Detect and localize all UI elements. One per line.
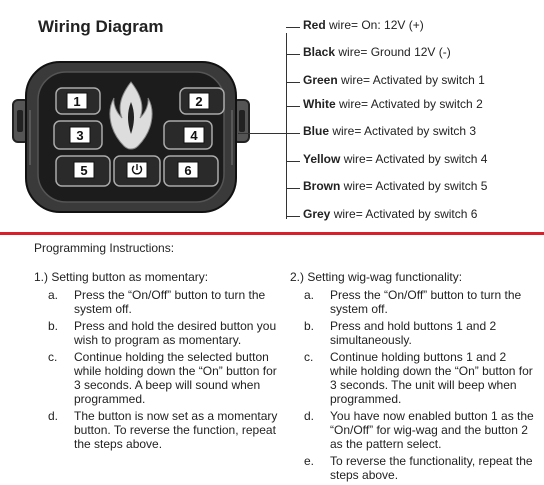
wire-description: wire= Activated by switch 2 <box>335 97 483 111</box>
step-text: Press and hold buttons 1 and 2 simultane… <box>330 319 497 347</box>
wire-legend: Red wire= On: 12V (+) Black wire= Ground… <box>0 0 544 240</box>
step-list: a. Press the “On/Off” button to turn the … <box>290 288 536 482</box>
list-item: c. Continue holding buttons 1 and 2 while… <box>290 350 536 406</box>
wire-color: Blue <box>303 124 330 138</box>
step-letter: b. <box>48 319 59 333</box>
wire-description: wire= Activated by switch 6 <box>330 207 478 221</box>
button-5-label: 5 <box>80 163 87 178</box>
list-item: a. Press the “On/Off” button to turn the … <box>34 288 282 316</box>
button-3[interactable]: 3 <box>53 120 103 150</box>
step-text: Press the “On/Off” button to turn the sy… <box>330 288 522 316</box>
power-icon <box>131 164 143 175</box>
button-2[interactable]: 2 <box>179 87 225 115</box>
power-button[interactable] <box>113 155 161 187</box>
switch-panel-illustration: 1 2 3 4 5 6 <box>12 61 250 213</box>
step-list: a. Press the “On/Off” button to turn the … <box>34 288 282 451</box>
button-1[interactable]: 1 <box>55 87 101 115</box>
step-letter: a. <box>48 288 59 302</box>
step-letter: d. <box>304 409 315 423</box>
wire-description: wire= On: 12V (+) <box>325 18 424 32</box>
step-text: To reverse the functionality, repeat the… <box>330 454 533 482</box>
wire-description: wire= Activated by switch 3 <box>329 124 477 138</box>
step-letter: d. <box>48 409 59 423</box>
wire-description: wire= Activated by switch 5 <box>340 179 488 193</box>
button-6[interactable]: 6 <box>163 155 219 187</box>
wire-color: Red <box>303 18 326 32</box>
list-item: b. Press and hold buttons 1 and 2 simulta… <box>290 319 536 347</box>
button-3-label: 3 <box>76 128 83 143</box>
wire-description: wire= Ground 12V (-) <box>335 45 451 59</box>
step-text: Press the “On/Off” button to turn the sy… <box>74 288 266 316</box>
step-letter: a. <box>304 288 315 302</box>
programming-title: Programming Instructions: <box>34 241 175 255</box>
button-2-label: 2 <box>195 94 202 109</box>
step-letter: c. <box>48 350 58 364</box>
button-5[interactable]: 5 <box>55 155 111 187</box>
button-4-label: 4 <box>190 128 198 143</box>
list-item: a. Press the “On/Off” button to turn the … <box>290 288 536 316</box>
step-letter: b. <box>304 319 315 333</box>
wire-color: Yellow <box>303 152 341 166</box>
wire-color: Green <box>303 73 338 87</box>
button-6-label: 6 <box>184 163 191 178</box>
list-item: d. You have now enabled button 1 as the “… <box>290 409 536 451</box>
step-text: Press and hold the desired button you wi… <box>74 319 277 347</box>
harness-connector-line <box>238 133 286 134</box>
section-heading: 1.) Setting button as momentary: <box>34 270 209 284</box>
list-item: b. Press and hold the desired button you … <box>34 319 282 347</box>
button-4[interactable]: 4 <box>163 120 213 150</box>
wire-color: Black <box>303 45 336 59</box>
list-item: c. Continue holding the selected button w… <box>34 350 282 406</box>
step-text: Continue holding the selected button whi… <box>74 350 277 406</box>
list-item: e. To reverse the functionality, repeat t… <box>290 454 536 482</box>
wire-description: wire= Activated by switch 4 <box>340 152 488 166</box>
button-1-label: 1 <box>73 94 80 109</box>
wire-color: White <box>303 97 336 111</box>
harness-trunk-line <box>286 33 287 219</box>
momentary-section: 1.) Setting button as momentary: a. Press… <box>34 270 282 454</box>
step-letter: e. <box>304 454 315 468</box>
wire-color: Grey <box>303 207 331 221</box>
wig-wag-section: 2.) Setting wig-wag functionality: a. Pre… <box>290 270 536 485</box>
step-text: Continue holding buttons 1 and 2 while h… <box>330 350 533 406</box>
step-text: The button is now set as a momentary but… <box>74 409 278 451</box>
panel-ridges <box>29 110 233 165</box>
wire-color: Brown <box>303 179 341 193</box>
wire-description: wire= Activated by switch 1 <box>337 73 485 87</box>
section-divider <box>0 232 544 235</box>
step-text: You have now enabled button 1 as the “On… <box>330 409 534 451</box>
step-letter: c. <box>304 350 314 364</box>
section-heading: 2.) Setting wig-wag functionality: <box>290 270 463 284</box>
page-title: Wiring Diagram <box>38 17 164 36</box>
list-item: d. The button is now set as a momentary b… <box>34 409 282 451</box>
flame-icon <box>109 81 153 150</box>
